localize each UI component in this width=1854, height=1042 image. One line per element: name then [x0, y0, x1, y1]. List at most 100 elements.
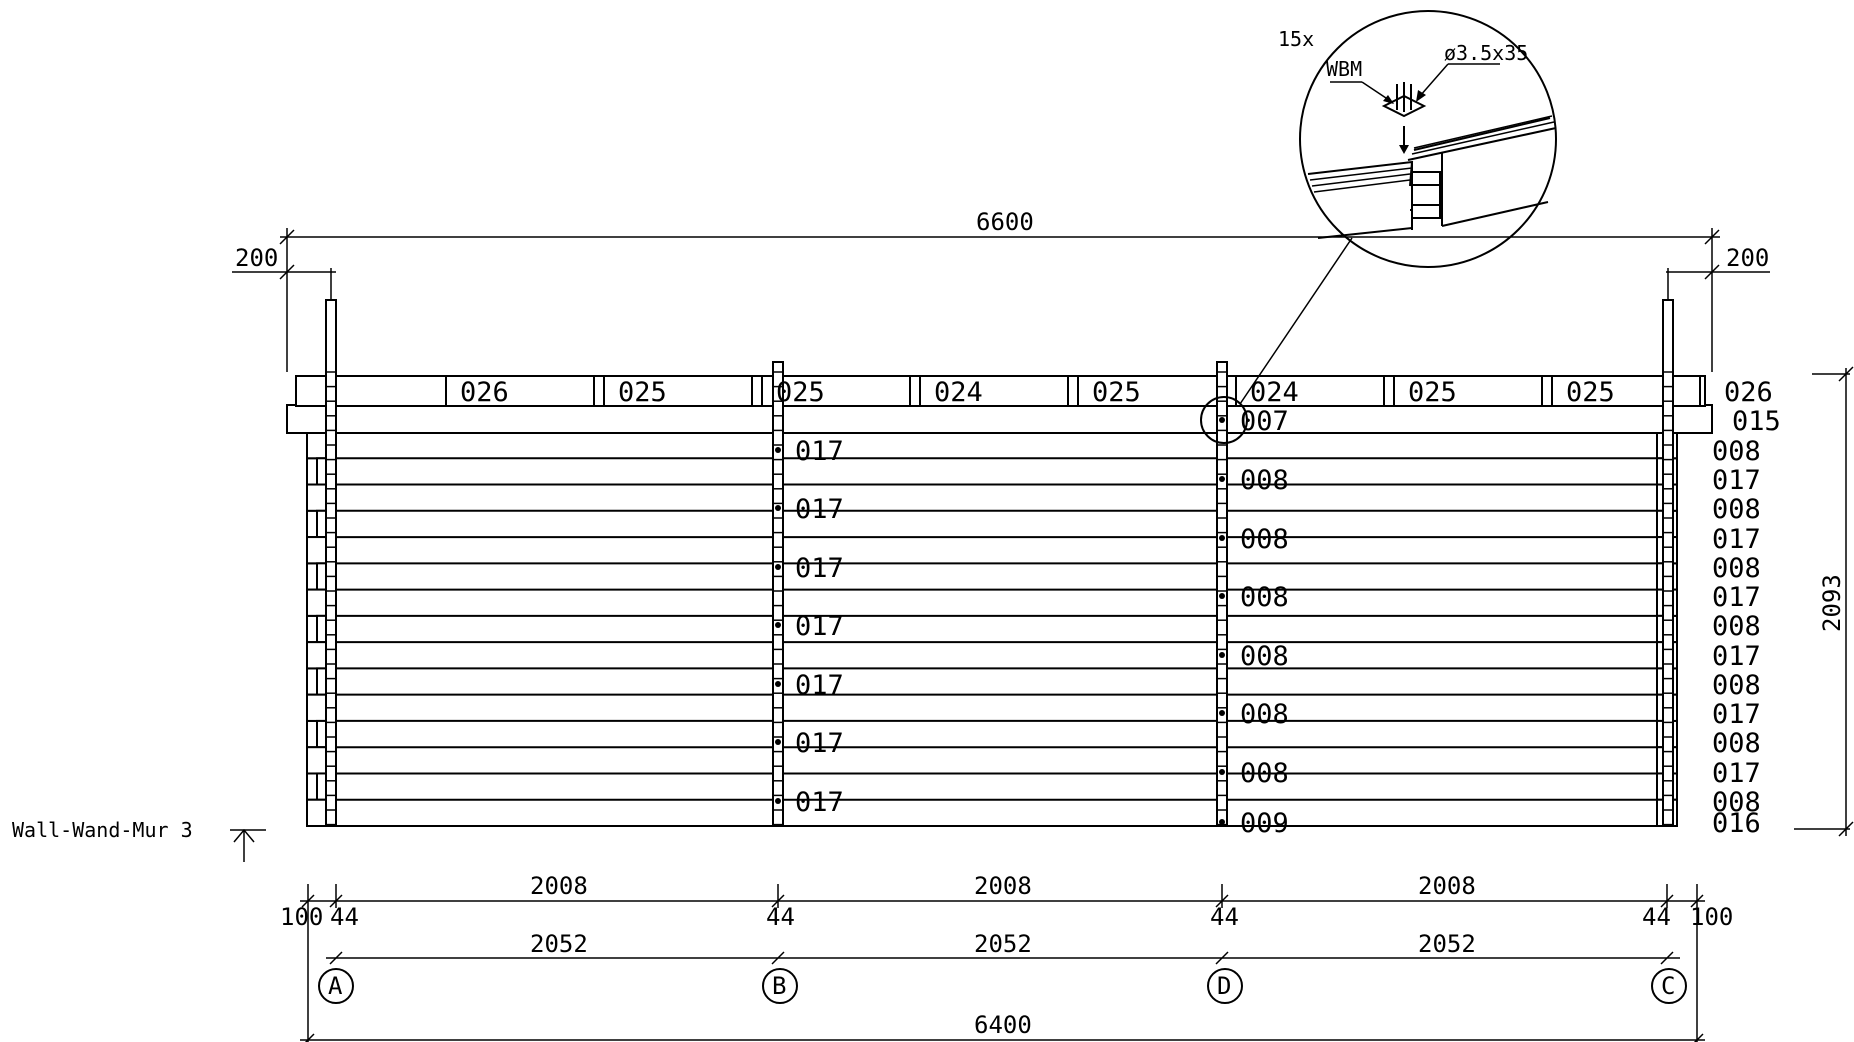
axis-c-label: C — [1661, 972, 1675, 1000]
dim-tick — [329, 951, 343, 965]
tag-right-7: 008 — [1712, 553, 1761, 584]
tag-right-12: 017 — [1712, 699, 1761, 730]
tag-b-5: 017 — [795, 670, 844, 701]
dim-tick — [771, 894, 785, 908]
top-plate-015 — [286, 404, 1713, 434]
detail-leader-line — [1239, 237, 1353, 405]
top-rail-segment — [1551, 375, 1701, 407]
dim-tick — [1660, 894, 1674, 908]
tag-right-1: 026 — [1724, 377, 1773, 408]
tag-right-11: 008 — [1712, 670, 1761, 701]
dim-edge-right: 100 — [1690, 903, 1733, 931]
tag-right-14: 017 — [1712, 758, 1761, 789]
tag-right-9: 008 — [1712, 611, 1761, 642]
tag-b-6: 017 — [795, 728, 844, 759]
axis-d-label: D — [1217, 972, 1231, 1000]
axis-a-label: A — [328, 972, 343, 1000]
dim-tick — [301, 894, 315, 908]
connector-dot — [1219, 652, 1225, 658]
connector-dots — [775, 417, 1225, 825]
left-notch — [306, 693, 328, 722]
left-notch — [306, 798, 328, 828]
axis-b-label: B — [772, 972, 786, 1000]
post-d-tags: 007 008 008 008 008 008 008 009 — [1240, 406, 1289, 839]
dim-post-2: 44 — [766, 903, 795, 931]
tag-b-1: 017 — [795, 436, 844, 467]
left-notch — [306, 431, 328, 460]
wall-post — [325, 299, 337, 827]
dim-tick — [1690, 894, 1704, 908]
dim-post-1: 44 — [330, 903, 359, 931]
tag-d-4: 008 — [1240, 582, 1289, 613]
top-rail-segment — [919, 375, 1069, 407]
tag-d-1: 007 — [1240, 406, 1289, 437]
tag-top-7: 025 — [1408, 377, 1457, 408]
top-rail-segment — [603, 375, 753, 407]
left-notch — [306, 641, 328, 670]
tag-top-1: 026 — [460, 377, 509, 408]
top-rail-segment — [445, 375, 595, 407]
tag-right-16: 016 — [1712, 808, 1761, 839]
connector-dot — [1219, 417, 1225, 423]
tag-right-4: 017 — [1712, 465, 1761, 496]
dim-tick — [771, 951, 785, 965]
axis-d-bubble — [1207, 968, 1243, 1004]
detail-fastener-label: WBM — [1326, 57, 1362, 81]
tag-top-3: 025 — [776, 377, 825, 408]
connector-dot — [775, 798, 781, 804]
dim-axis-span-1: 2052 — [530, 930, 588, 958]
tag-d-6: 008 — [1240, 699, 1289, 730]
connector-dot — [1219, 593, 1225, 599]
tag-d-8: 009 — [1240, 808, 1289, 839]
dim-post-4: 44 — [1642, 903, 1671, 931]
tag-top-2: 025 — [618, 377, 667, 408]
detail-beam — [1307, 115, 1557, 239]
dim-tick — [1215, 951, 1229, 965]
detail-fastener-icon — [1330, 63, 1500, 154]
top-rail-segment — [1393, 375, 1543, 407]
dim-span-2: 2008 — [974, 872, 1032, 900]
top-rail-segment — [1235, 375, 1385, 407]
wall-outline — [306, 431, 1678, 827]
dim-tick — [1693, 1033, 1704, 1042]
left-notch — [306, 536, 328, 565]
connector-dot — [775, 505, 781, 511]
wall-post — [1662, 299, 1674, 827]
connector-dot — [1219, 535, 1225, 541]
left-notch — [306, 746, 328, 775]
bottom-dimensions — [300, 884, 1705, 1042]
dim-edge-left: 100 — [280, 903, 323, 931]
height-dimension: 2093 — [1794, 366, 1854, 837]
dim-axis-span-3: 2052 — [1418, 930, 1476, 958]
connector-dot — [775, 447, 781, 453]
detail-marker-circle — [1200, 396, 1248, 444]
tag-right-2: 015 — [1732, 406, 1781, 437]
dim-span-1: 2008 — [530, 872, 588, 900]
dim-overall-bottom: 6400 — [974, 1011, 1032, 1039]
dim-tick — [329, 894, 343, 908]
axis-a-bubble — [318, 968, 354, 1004]
tag-right-3: 008 — [1712, 436, 1761, 467]
tag-b-4: 017 — [795, 611, 844, 642]
tag-top-4: 024 — [934, 377, 983, 408]
tag-b-7: 017 — [795, 787, 844, 818]
tag-right-6: 017 — [1712, 524, 1761, 555]
axis-markers: A B D C — [318, 968, 1687, 1004]
right-column-tags: 026 015 008 017 008 017 008 017 008 017 … — [1712, 377, 1781, 839]
axis-c-bubble — [1651, 968, 1687, 1004]
detail-screw-label: ø3.5x35 — [1444, 41, 1528, 65]
tag-top-5: 025 — [1092, 377, 1141, 408]
post-b-tags: 017 017 017 017 017 017 017 — [795, 436, 844, 818]
tag-top-8: 025 — [1566, 377, 1615, 408]
wall-post — [772, 361, 784, 827]
tag-right-5: 008 — [1712, 494, 1761, 525]
connector-dot — [1219, 476, 1225, 482]
tag-d-2: 008 — [1240, 465, 1289, 496]
connector-dot — [775, 739, 781, 745]
detail-circle — [1299, 10, 1557, 268]
tag-d-5: 008 — [1240, 641, 1289, 672]
tag-top-6: 024 — [1250, 377, 1299, 408]
connector-dot — [775, 564, 781, 570]
